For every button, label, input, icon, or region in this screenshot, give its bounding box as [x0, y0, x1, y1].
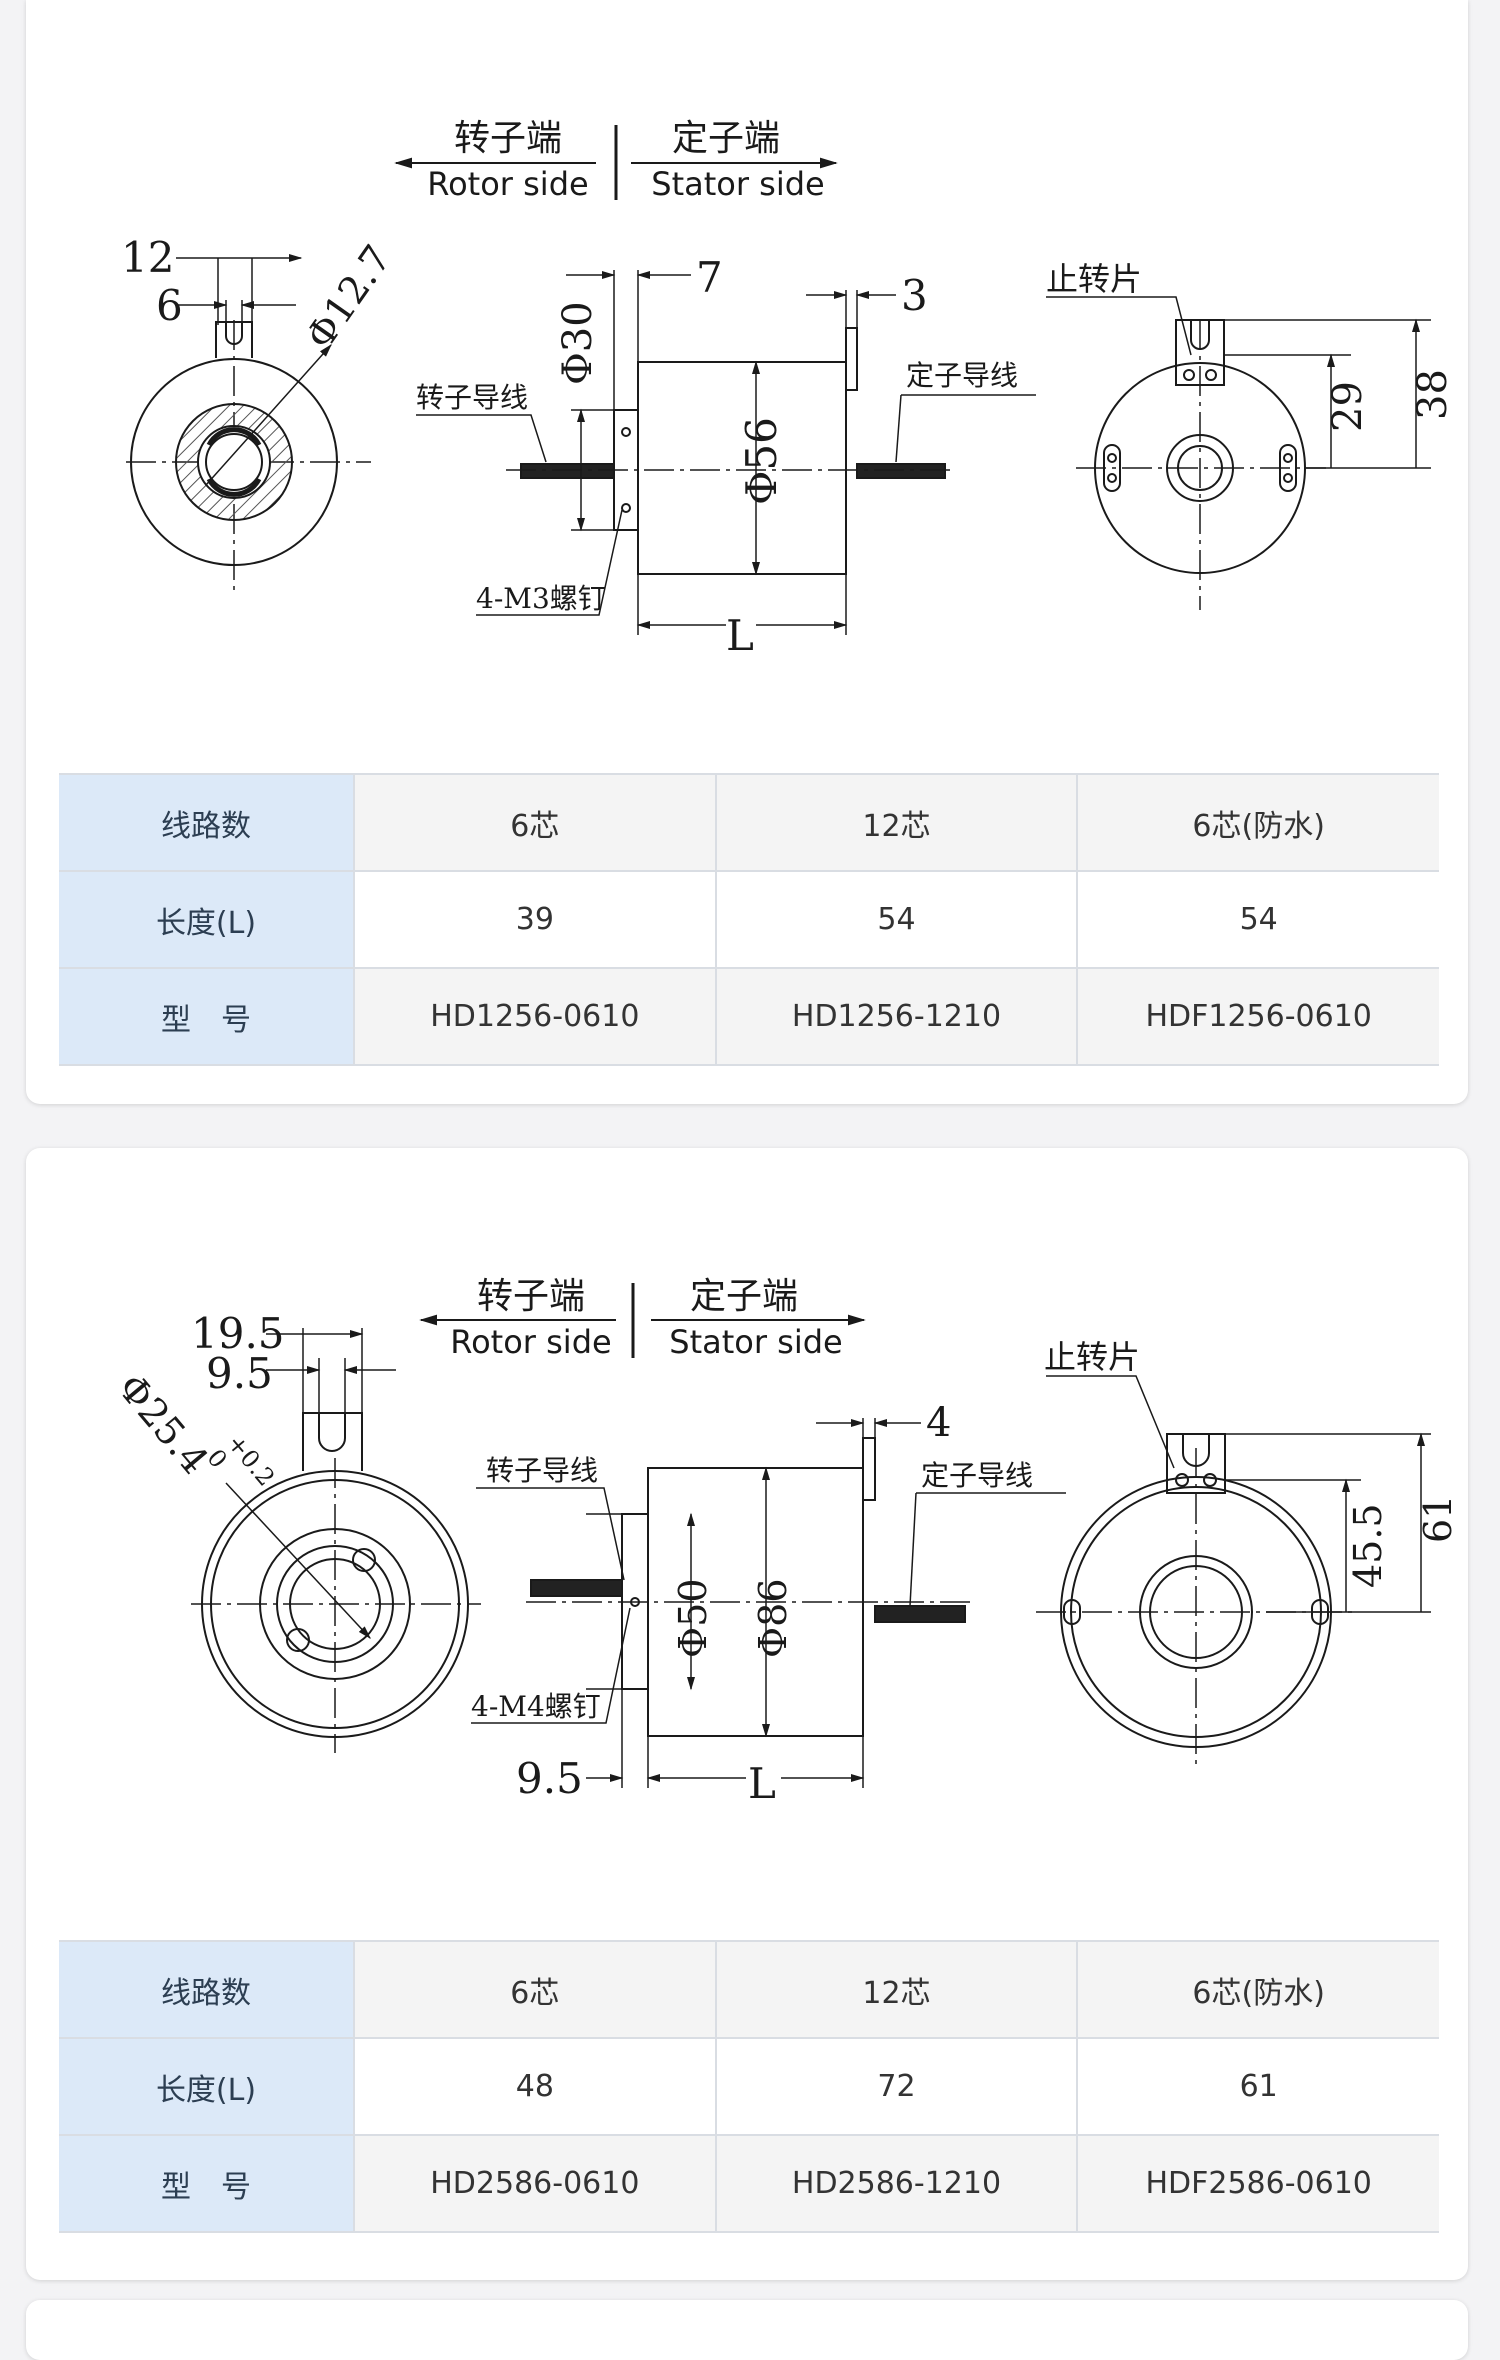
row-header-length: 长度(L) — [59, 2038, 355, 2136]
table-cell: HD2586-0610 — [354, 2135, 717, 2233]
left-end-view — [126, 253, 371, 590]
side-view — [416, 270, 1036, 635]
technical-drawing-1: 转子端 Rotor side 定子端 Stator side 12 — [121, 118, 1456, 660]
table-row: 长度(L) 39 54 54 — [59, 871, 1439, 969]
dim-dia-56: Φ56 — [737, 417, 786, 505]
dim-dia-50: Φ50 — [671, 1578, 715, 1658]
stator-side-cn: 定子端 — [672, 118, 780, 159]
table-row: 线路数 6芯 12芯 6芯(防水) — [59, 1940, 1439, 2039]
dim-dia-25-4: Φ25.4 — [109, 1366, 217, 1483]
table-cell: HDF2586-0610 — [1077, 2135, 1439, 2233]
table-cell: 54 — [715, 871, 1079, 969]
row-header-circuits: 线路数 — [59, 1940, 355, 2039]
dim-9-5-bottom: 9.5 — [516, 1754, 583, 1803]
row-header-circuits: 线路数 — [59, 773, 355, 872]
screws-label: 4-M3螺钉 — [476, 582, 606, 615]
stator-side-en: Stator side — [669, 1323, 842, 1361]
stator-side-en: Stator side — [651, 165, 824, 203]
stop-tab-label: 止转片 — [1046, 260, 1142, 298]
table-cell: 6芯 — [354, 773, 717, 872]
table-cell: 61 — [1077, 2038, 1439, 2136]
table-row: 长度(L) 48 72 61 — [59, 2038, 1439, 2136]
table-row: 型 号 HD1256-0610 HD1256-1210 HDF1256-0610 — [59, 968, 1439, 1066]
dim-dia-12-7: Φ12.7 — [297, 237, 399, 357]
dim-12: 12 — [121, 233, 174, 282]
stator-wire-label: 定子导线 — [921, 1459, 1033, 1492]
technical-drawing-2: 转子端 Rotor side 定子端 Stator side — [109, 1276, 1460, 1808]
stator-wire-label: 定子导线 — [906, 359, 1018, 392]
row-header-model: 型 号 — [59, 968, 355, 1066]
dim-length-L: L — [748, 1759, 776, 1808]
dim-4: 4 — [926, 1400, 951, 1446]
dim-9-5: 9.5 — [206, 1349, 273, 1398]
table-cell: 12芯 — [715, 1940, 1079, 2039]
rotor-side-cn: 转子端 — [454, 118, 562, 159]
screws-label: 4-M4螺钉 — [471, 1690, 601, 1723]
dim-61: 61 — [1416, 1495, 1460, 1543]
rotor-side-en: Rotor side — [450, 1323, 611, 1361]
table-cell: 6芯(防水) — [1077, 773, 1439, 872]
side-view — [471, 1418, 1066, 1788]
table-cell: 6芯 — [354, 1940, 717, 2039]
table-cell: 54 — [1077, 871, 1439, 969]
dim-3: 3 — [901, 271, 928, 320]
table-cell: HDF1256-0610 — [1077, 968, 1439, 1066]
dim-tolerance-upper: +0.2 — [221, 1429, 280, 1492]
rotor-side-cn: 转子端 — [477, 1276, 585, 1317]
table-cell: 6芯(防水) — [1077, 1940, 1439, 2039]
rotor-side-en: Rotor side — [427, 165, 588, 203]
dim-29: 29 — [1325, 381, 1371, 432]
product-card-1: 转子端 Rotor side 定子端 Stator side 12 — [26, 0, 1468, 1104]
spec-table-1: 线路数 6芯 12芯 6芯(防水) 长度(L) 39 54 54 型 号 HD1… — [59, 773, 1439, 1066]
dim-38: 38 — [1410, 369, 1456, 420]
stator-side-cn: 定子端 — [690, 1276, 798, 1317]
dim-length-L: L — [726, 611, 754, 660]
dim-6: 6 — [156, 281, 183, 330]
right-end-view — [1046, 296, 1431, 610]
product-card-3-partial — [26, 2300, 1468, 2360]
table-cell: 72 — [715, 2038, 1079, 2136]
table-cell: HD1256-0610 — [354, 968, 717, 1066]
table-cell: HD2586-1210 — [715, 2135, 1079, 2233]
table-cell: 48 — [354, 2038, 717, 2136]
dim-7: 7 — [696, 253, 723, 302]
rotor-wire-label: 转子导线 — [486, 1454, 598, 1487]
dim-dia-30: Φ30 — [555, 301, 601, 385]
dim-45-5: 45.5 — [1346, 1503, 1390, 1588]
product-card-2: 转子端 Rotor side 定子端 Stator side — [26, 1148, 1468, 2280]
row-header-length: 长度(L) — [59, 871, 355, 969]
row-header-model: 型 号 — [59, 2135, 355, 2233]
spec-table-2: 线路数 6芯 12芯 6芯(防水) 长度(L) 48 72 61 型 号 HD2… — [59, 1940, 1439, 2233]
right-end-view — [1036, 1375, 1431, 1768]
table-cell: 12芯 — [715, 773, 1079, 872]
rotor-wire-label: 转子导线 — [416, 381, 528, 414]
left-end-view — [191, 1328, 481, 1753]
table-row: 型 号 HD2586-0610 HD2586-1210 HDF2586-0610 — [59, 2135, 1439, 2233]
table-row: 线路数 6芯 12芯 6芯(防水) — [59, 773, 1439, 872]
dim-19-5: 19.5 — [191, 1309, 285, 1358]
table-cell: HD1256-1210 — [715, 968, 1079, 1066]
dim-dia-86: Φ86 — [751, 1578, 795, 1658]
table-cell: 39 — [354, 871, 717, 969]
stop-tab-label: 止转片 — [1044, 1338, 1140, 1376]
